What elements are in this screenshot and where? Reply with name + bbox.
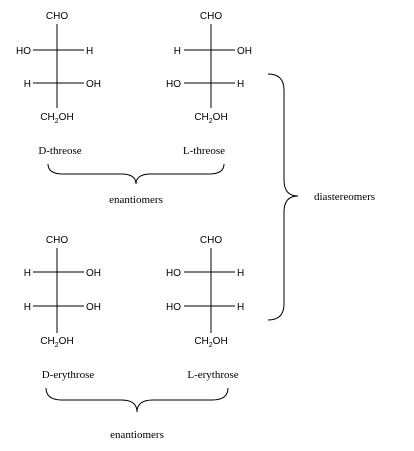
c2-left-substituent: H bbox=[24, 268, 31, 279]
c2-right-substituent: OH bbox=[237, 46, 252, 57]
c2-right-substituent: OH bbox=[86, 268, 101, 279]
threose-pair-brace bbox=[47, 163, 225, 185]
c3-left-substituent: HO bbox=[166, 302, 181, 313]
l-threose-caption: L-threose bbox=[183, 145, 225, 157]
c2-left-substituent: HO bbox=[16, 46, 31, 57]
c3-right-substituent: OH bbox=[86, 302, 101, 313]
c3-right-substituent: H bbox=[237, 79, 244, 90]
c2-left-substituent: H bbox=[174, 46, 181, 57]
c3-left-substituent: HO bbox=[166, 79, 181, 90]
top-group-label: CHO bbox=[200, 235, 222, 246]
c2-right-substituent: H bbox=[86, 46, 93, 57]
diastereomer-relation-label: diastereomers bbox=[314, 191, 375, 203]
bottom-group-label: CH2OH bbox=[194, 112, 227, 125]
fischer-projection-d-threose: CHO HO H H OH CH2OH bbox=[16, 11, 101, 125]
d-threose-caption: D-threose bbox=[38, 145, 81, 157]
fischer-projection-l-threose: CHO H OH HO H CH2OH bbox=[166, 11, 252, 125]
bottom-group-label: CH2OH bbox=[40, 336, 73, 349]
c3-left-substituent: H bbox=[24, 302, 31, 313]
top-group-label: CHO bbox=[46, 11, 68, 22]
bottom-group-label: CH2OH bbox=[40, 112, 73, 125]
c3-left-substituent: H bbox=[24, 79, 31, 90]
top-group-label: CHO bbox=[46, 235, 68, 246]
d-erythrose-caption: D-erythrose bbox=[42, 369, 95, 381]
erythrose-pair-relation-label: enantiomers bbox=[110, 429, 164, 441]
top-group-label: CHO bbox=[200, 11, 222, 22]
fischer-projection-l-erythrose: CHO HO H HO H CH2OH bbox=[166, 235, 244, 349]
fischer-projection-d-erythrose: CHO H OH H OH CH2OH bbox=[24, 235, 101, 349]
c2-left-substituent: HO bbox=[166, 268, 181, 279]
c2-right-substituent: H bbox=[237, 268, 244, 279]
bottom-group-label: CH2OH bbox=[194, 336, 227, 349]
c3-right-substituent: H bbox=[237, 302, 244, 313]
diastereomer-brace bbox=[267, 73, 299, 321]
threose-pair-relation-label: enantiomers bbox=[109, 194, 163, 206]
c3-right-substituent: OH bbox=[86, 79, 101, 90]
erythrose-pair-brace bbox=[45, 387, 229, 413]
l-erythrose-caption: L-erythrose bbox=[187, 369, 238, 381]
